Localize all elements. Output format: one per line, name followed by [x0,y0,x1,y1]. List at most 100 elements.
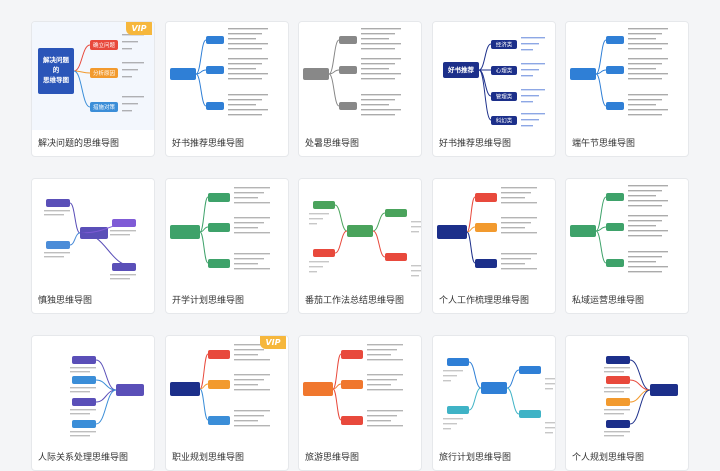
template-card[interactable]: 好书推荐思维导图 [165,21,289,157]
template-card[interactable]: 慎独思维导图 [31,178,155,314]
mindmap-root-node [650,384,678,396]
template-thumbnail[interactable] [166,22,288,130]
svg-text:确立问题: 确立问题 [93,41,116,49]
template-card[interactable]: 私域运营思维导图 [565,178,689,314]
template-card[interactable]: 旅游思维导图 [298,335,422,471]
mindmap-branch-node [341,350,363,359]
svg-text:经济类: 经济类 [496,41,513,49]
vip-badge: VIP [126,22,152,35]
template-thumbnail[interactable]: 好书推荐 经济类心理类管理类科幻类 [433,22,555,130]
mindmap-preview [170,187,270,270]
template-card[interactable]: 个人工作梳理思维导图 [432,178,556,314]
template-thumbnail[interactable] [32,179,154,287]
template-title[interactable]: 开学计划思维导图 [172,296,245,306]
mindmap-branch-node [208,380,230,389]
template-card[interactable]: 开学计划思维导图 [165,178,289,314]
mindmap-root-node: 好书推荐 [443,62,479,78]
template-title[interactable]: 好书推荐思维导图 [439,139,512,149]
template-title[interactable]: 个人工作梳理思维导图 [439,296,530,306]
template-card[interactable]: VIP 职业规划思维导图 [165,335,289,471]
template-thumbnail[interactable] [166,336,288,444]
template-title[interactable]: 个人规划思维导图 [572,453,645,463]
template-card[interactable]: 人际关系处理思维导图 [31,335,155,471]
mindmap-branch-node [606,376,630,384]
mindmap-branch-node [341,416,363,425]
template-thumbnail[interactable] [299,22,421,130]
mindmap-preview [303,28,401,116]
mindmap-root-node [303,382,333,396]
template-title[interactable]: 职业规划思维导图 [172,453,245,463]
mindmap-root-node [481,382,507,394]
mindmap-branch-node [72,398,96,406]
template-title[interactable]: 好书推荐思维导图 [172,139,245,149]
template-title[interactable]: 人际关系处理思维导图 [38,453,129,463]
template-title[interactable]: 解决问题的思维导图 [38,139,120,149]
mindmap-branch-node [475,259,497,268]
template-thumbnail[interactable] [566,179,688,287]
template-thumbnail[interactable] [566,336,688,444]
mindmap-branch-node [206,102,224,110]
mindmap-branch-node [339,36,357,44]
mindmap-branch-node [90,68,118,78]
mindmap-branch-node [72,420,96,428]
template-thumbnail[interactable]: 解决问题的思维导图确立问题分析原因措施对策 [32,22,154,130]
mindmap-branch-node [112,263,136,271]
vip-badge: VIP [260,336,286,349]
mindmap-branch-node [313,249,335,257]
template-thumbnail[interactable] [299,336,421,444]
template-thumbnail[interactable] [299,179,421,287]
mindmap-branch-node [491,92,517,101]
template-thumbnail[interactable] [433,336,555,444]
template-card[interactable]: 处暑思维导图 [298,21,422,157]
mindmap-preview [70,356,144,437]
template-title[interactable]: 端午节思维导图 [572,139,636,149]
template-title[interactable]: 番茄工作法总结思维导图 [305,296,405,306]
template-card[interactable]: 端午节思维导图 [565,21,689,157]
mindmap-preview [443,358,555,434]
mindmap-branch-node [606,356,630,364]
svg-text:心理类: 心理类 [496,67,513,75]
svg-text:管理类: 管理类 [496,93,513,101]
mindmap-branch-node [606,398,630,406]
mindmap-root-node [116,384,144,396]
mindmap-root-node [38,48,74,94]
mindmap-branch-node [606,66,624,74]
mindmap-branch-node [491,40,517,49]
template-title[interactable]: 旅行计划思维导图 [439,453,512,463]
mindmap-branch-node [208,193,230,202]
mindmap-branch-node [606,36,624,44]
mindmap-branch-node [90,40,118,50]
mindmap-branch-node [491,66,517,75]
template-thumbnail[interactable] [566,22,688,130]
template-card[interactable]: 番茄工作法总结思维导图 [298,178,422,314]
template-card[interactable]: 好书推荐 经济类心理类管理类科幻类好书推荐思维导图 [432,21,556,157]
mindmap-branch-node [341,380,363,389]
template-thumbnail[interactable] [32,336,154,444]
template-title[interactable]: 慎独思维导图 [38,296,93,306]
template-thumbnail[interactable] [433,179,555,287]
template-thumbnail[interactable] [166,179,288,287]
svg-text:思维导图: 思维导图 [43,75,70,84]
mindmap-branch-node [447,358,469,366]
template-card[interactable]: 个人规划思维导图 [565,335,689,471]
template-title[interactable]: 私域运营思维导图 [572,296,645,306]
mindmap-branch-node [46,199,70,207]
mindmap-root-node [170,68,196,80]
mindmap-preview [437,187,537,270]
mindmap-preview [44,199,137,280]
template-title[interactable]: 旅游思维导图 [305,453,360,463]
svg-text:的: 的 [53,65,60,74]
svg-text:科幻类: 科幻类 [496,117,513,125]
svg-text:解决问题: 解决问题 [43,55,70,64]
svg-text:措施对策: 措施对策 [93,103,116,111]
template-title[interactable]: 处暑思维导图 [305,139,360,149]
mindmap-branch-node [447,406,469,414]
template-card[interactable]: 旅行计划思维导图 [432,335,556,471]
mindmap-root-node [347,225,373,237]
mindmap-branch-node [519,366,541,374]
mindmap-branch-node [208,350,230,359]
mindmap-root-node [170,225,200,239]
mindmap-branch-node [606,420,630,428]
